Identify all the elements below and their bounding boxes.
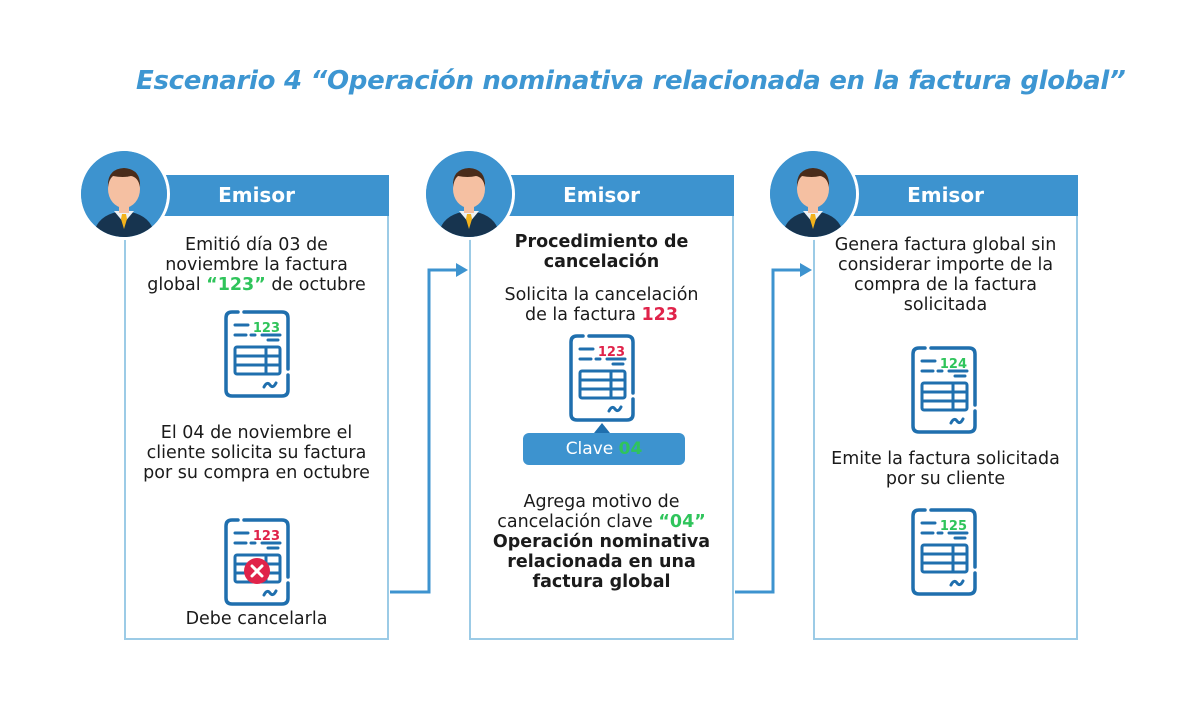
invoice-number: 124 xyxy=(940,357,967,372)
cancel-x-icon xyxy=(244,558,270,584)
panel-1: Emisor Emitió día 03 de noviembre la fac… xyxy=(124,175,389,640)
invoice-document-icon: 123 xyxy=(222,517,292,607)
invoice-number: 123 xyxy=(253,529,280,544)
step-text-part: de octubre xyxy=(265,275,366,295)
pointer-triangle-icon xyxy=(594,423,610,433)
invoice-document-icon: 123 xyxy=(567,333,637,423)
clave-label: Clave xyxy=(565,439,619,459)
step-text: Debe cancelarla xyxy=(185,609,328,629)
businessman-avatar-icon xyxy=(423,148,515,240)
step-text: Emitió día 03 de noviembre la factura gl… xyxy=(126,235,387,295)
diagram-title: Escenario 4 “Operación nominativa relaci… xyxy=(136,66,1126,96)
invoice-document-icon: 125 xyxy=(909,507,979,597)
arrow-right-icon xyxy=(800,263,812,277)
step-text: Agrega motivo de cancelación clave “04” … xyxy=(471,492,732,592)
invoice-number-highlight: “123” xyxy=(206,275,266,295)
clave-badge: Clave 04 xyxy=(523,433,685,465)
panel-3: Emisor Genera factura global sin conside… xyxy=(813,175,1078,640)
invoice-number: 123 xyxy=(598,345,625,360)
step-text: Genera factura global sin considerar imp… xyxy=(834,235,1057,315)
step-text: Emite la factura solicitada por su clien… xyxy=(831,449,1060,489)
step-text-part: Emitió día 03 de noviembre la factura gl… xyxy=(147,235,348,295)
panel-2: Emisor Procedimiento de cancelación Soli… xyxy=(469,175,734,640)
clave-highlight: “04” xyxy=(658,512,706,532)
step-text-part: Solicita la cancelación de la factura xyxy=(504,285,699,325)
panel-header: Emisor xyxy=(124,175,389,216)
invoice-document-icon: 123 xyxy=(222,309,292,399)
step-text-part: Agrega motivo de cancelación clave xyxy=(497,492,680,532)
businessman-avatar-icon xyxy=(767,148,859,240)
clave-value: 04 xyxy=(618,439,643,459)
connector-2-3 xyxy=(735,263,812,594)
cancellation-reason: Operación nominativa relacionada en una … xyxy=(492,532,711,592)
procedure-heading: Procedimiento de cancelación xyxy=(514,232,689,272)
connector-1-2 xyxy=(390,263,468,594)
invoice-document-icon: 124 xyxy=(909,345,979,435)
invoice-number-highlight: 123 xyxy=(641,305,679,325)
businessman-avatar-icon xyxy=(78,148,170,240)
arrow-right-icon xyxy=(456,263,468,277)
invoice-number: 123 xyxy=(253,321,280,336)
step-text: Solicita la cancelación de la factura 12… xyxy=(471,285,732,325)
invoice-number: 125 xyxy=(940,519,967,534)
step-text: El 04 de noviembre el cliente solicita s… xyxy=(143,423,370,483)
